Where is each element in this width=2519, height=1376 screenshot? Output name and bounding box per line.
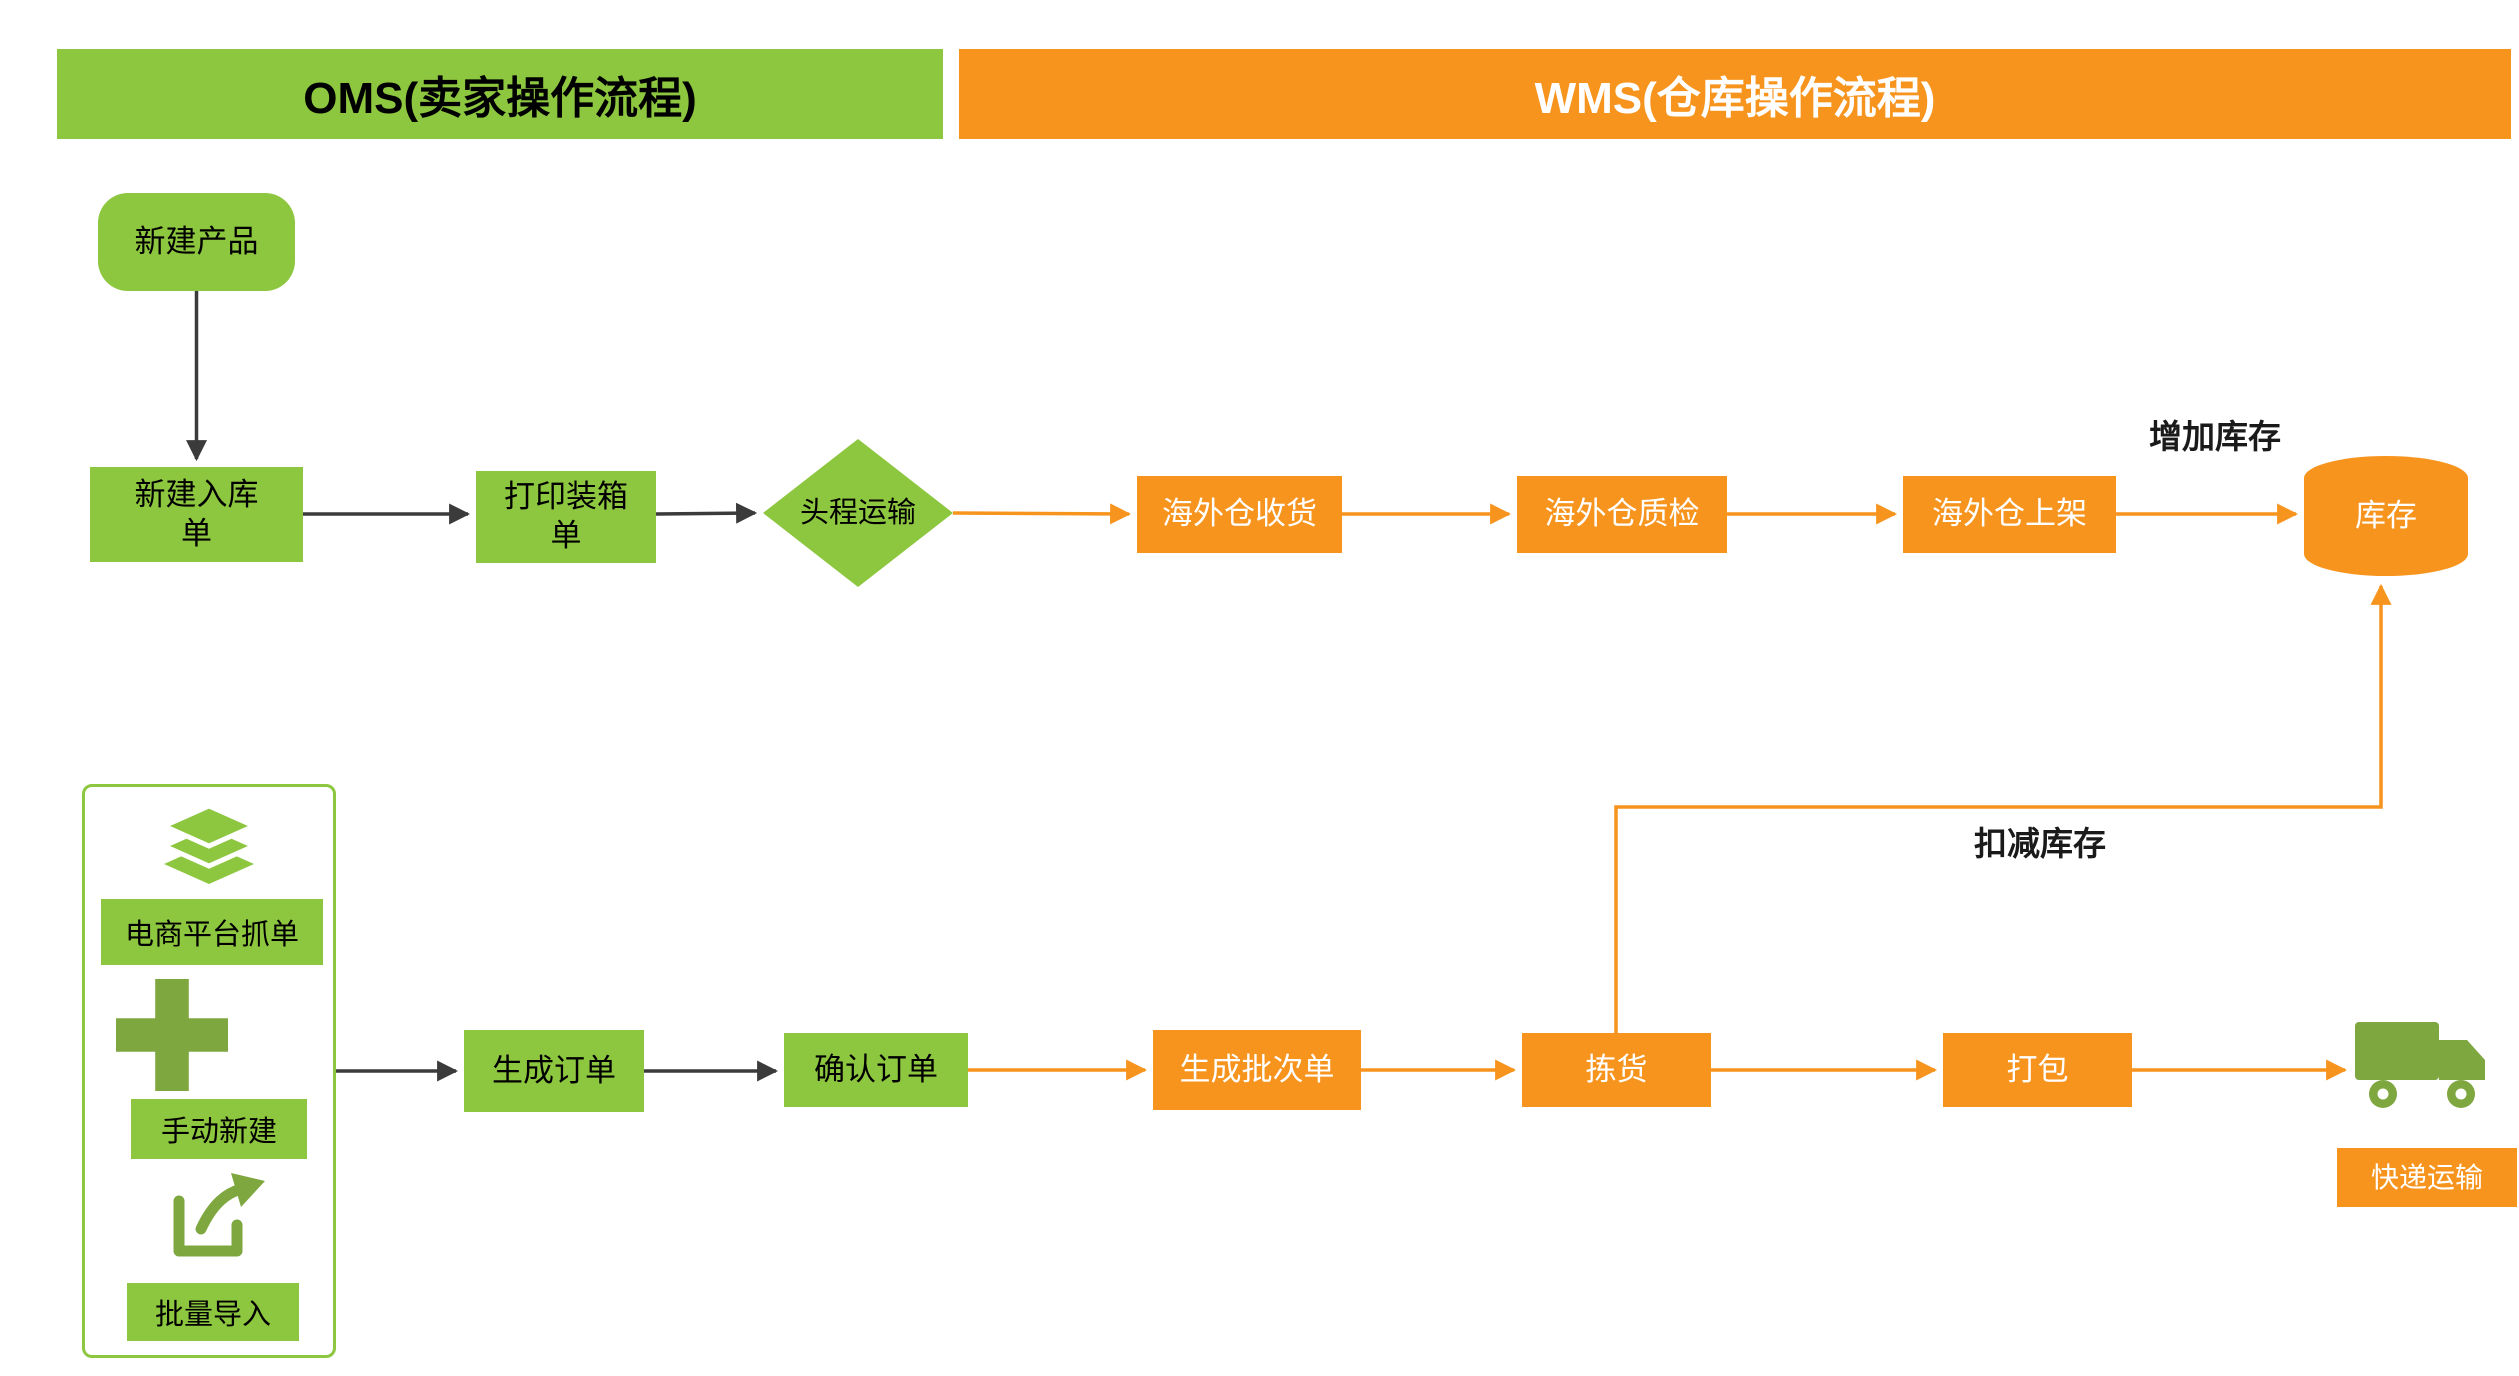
order-source-batch-import: 批量导入 <box>127 1283 299 1341</box>
picking-label: 拣货 <box>1585 1051 1648 1087</box>
new-inbound-order-label: 新建入库单 <box>134 476 259 551</box>
node-generate-order: 生成订单 <box>464 1030 644 1112</box>
order-source-panel: 电商平台抓单 手动新建 批量导入 <box>82 784 336 1358</box>
node-overseas-shelve: 海外仓上架 <box>1903 476 2116 553</box>
node-overseas-receive: 海外仓收货 <box>1137 476 1342 553</box>
header-band-oms: OMS(卖家操作流程) <box>57 49 943 139</box>
order-source-manual-create: 手动新建 <box>131 1099 307 1159</box>
plus-icon <box>113 979 231 1091</box>
confirm-order-label: 确认订单 <box>814 1051 938 1087</box>
node-picking: 拣货 <box>1522 1033 1711 1107</box>
node-inventory: 库存 <box>2304 456 2468 576</box>
express-transport-label: 快递运输 <box>2370 1162 2483 1193</box>
manual-create-label: 手动新建 <box>160 1116 277 1148</box>
node-generate-batch: 生成批次单 <box>1153 1030 1361 1110</box>
increase-inventory-label: 增加库存 <box>2149 418 2281 455</box>
node-overseas-qc: 海外仓质检 <box>1517 476 1727 553</box>
new-product-label: 新建产品 <box>134 223 259 259</box>
layers-icon <box>159 801 259 893</box>
node-confirm-order: 确认订单 <box>784 1033 968 1107</box>
node-express-transport: 快递运输 <box>2337 1148 2517 1207</box>
batch-import-label: 批量导入 <box>154 1299 271 1331</box>
export-icon <box>165 1173 265 1263</box>
inventory-cylinder-shape <box>2304 456 2468 576</box>
platform-grab-label: 电商平台抓单 <box>124 919 299 951</box>
generate-order-label: 生成订单 <box>492 1052 616 1088</box>
generate-batch-label: 生成批次单 <box>1179 1051 1335 1087</box>
header-band-wms: WMS(仓库操作流程) <box>959 49 2511 139</box>
header-wms-label: WMS(仓库操作流程) <box>1534 74 1936 123</box>
first-leg-transport-label: 头程运输 <box>799 496 916 529</box>
order-source-platform-grab: 电商平台抓单 <box>101 899 323 965</box>
node-new-product: 新建产品 <box>98 193 295 291</box>
packing-label: 打包 <box>2006 1051 2069 1087</box>
overseas-qc-label: 海外仓质检 <box>1544 496 1700 532</box>
inventory-label: 库存 <box>2355 497 2417 533</box>
node-print-packing-list: 打印装箱单 <box>476 471 656 563</box>
overseas-receive-label: 海外仓收货 <box>1162 496 1317 532</box>
header-oms-label: OMS(卖家操作流程) <box>303 74 697 123</box>
node-first-leg-transport: 头程运输 <box>763 439 953 587</box>
node-packing: 打包 <box>1943 1033 2132 1107</box>
print-packing-list-label: 打印装箱单 <box>504 479 628 553</box>
truck-icon <box>2353 1013 2493 1115</box>
overseas-shelve-label: 海外仓上架 <box>1932 496 2087 532</box>
deduct-inventory-label: 扣减库存 <box>1974 825 2106 862</box>
node-new-inbound-order: 新建入库单 <box>90 467 303 562</box>
